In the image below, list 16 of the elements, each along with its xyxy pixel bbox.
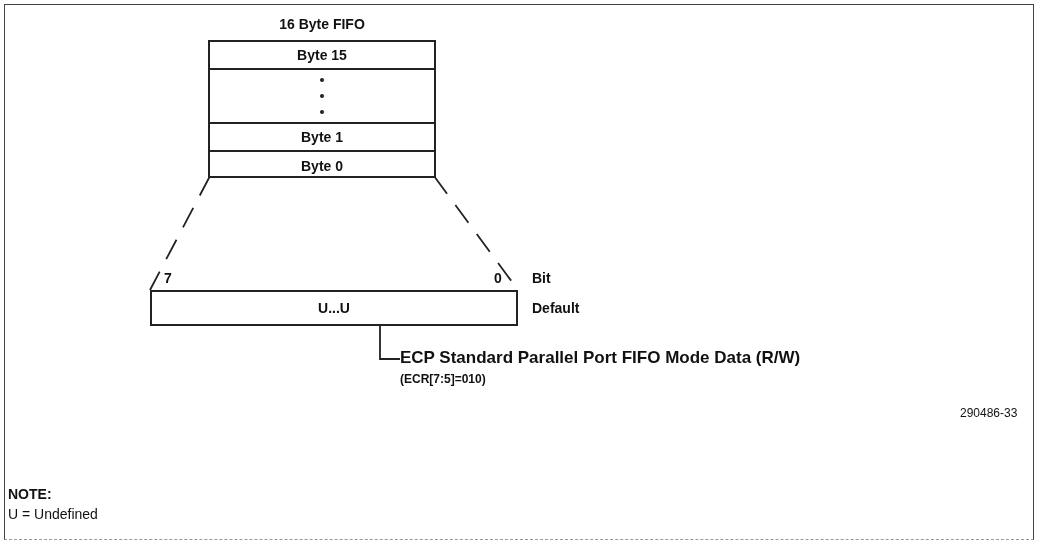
- leader-line: [379, 325, 401, 360]
- row-caption: Default: [532, 300, 580, 316]
- byte-row: Byte 0: [210, 152, 434, 180]
- row-caption: Bit: [532, 270, 551, 286]
- expansion-line: [149, 175, 211, 291]
- note-heading: NOTE:: [8, 486, 52, 502]
- bit-number: 0: [494, 270, 502, 286]
- register-condition: (ECR[7:5]=010): [400, 372, 487, 386]
- fifo-heading: 16 Byte FIFO: [278, 16, 366, 32]
- byte-row: Byte 15: [210, 42, 434, 70]
- figure-number: 290486-33: [960, 406, 1018, 420]
- register-name: ECP Standard Parallel Port FIFO Mode Data (R/W): [400, 348, 801, 368]
- bit-number: 7: [164, 270, 172, 286]
- register-box: U...U: [150, 290, 518, 326]
- byte-row: Byte 1: [210, 124, 434, 152]
- note-text: U = Undefined: [8, 506, 98, 522]
